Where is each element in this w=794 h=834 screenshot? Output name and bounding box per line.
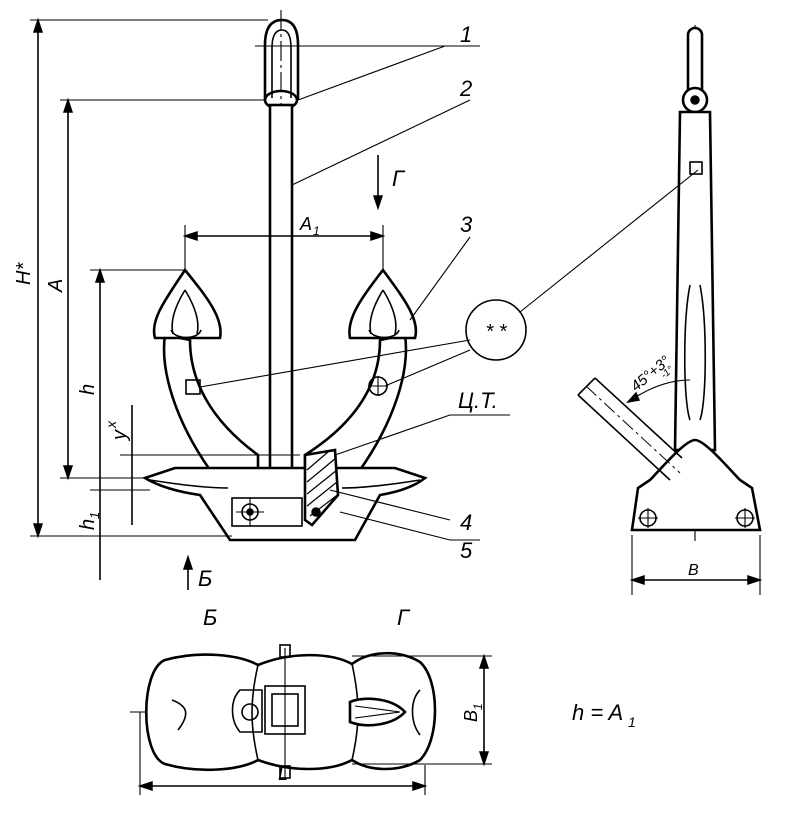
svg-text:h: h bbox=[77, 519, 99, 530]
callout-5: 5 bbox=[460, 538, 473, 563]
shackle bbox=[263, 18, 300, 100]
section-hatch bbox=[303, 448, 340, 527]
side-view: 45°+3° -1° bbox=[519, 25, 763, 595]
formula-h-equals-a1: h = A bbox=[572, 700, 623, 725]
dim-L: L bbox=[278, 764, 288, 784]
dim-h: h bbox=[77, 384, 99, 395]
dim-A1-sub: 1 bbox=[313, 224, 320, 238]
view-g-title: Г bbox=[397, 605, 411, 630]
view-arrow-b-label: Б bbox=[198, 566, 212, 591]
right-fluke bbox=[348, 267, 418, 340]
svg-text:1: 1 bbox=[87, 512, 102, 519]
svg-text:x: x bbox=[103, 420, 119, 429]
dim-A: A bbox=[45, 279, 67, 293]
callout-4: 4 bbox=[460, 510, 472, 535]
callout-3: 3 bbox=[460, 212, 473, 237]
right-arm bbox=[303, 333, 408, 472]
svg-text:B: B bbox=[461, 710, 481, 722]
bottom-view bbox=[130, 644, 492, 795]
view-arrow-g-label: Г bbox=[392, 166, 406, 191]
dim-yx: y x bbox=[103, 420, 131, 442]
detail-circle bbox=[465, 299, 527, 361]
dim-A1: A bbox=[299, 214, 312, 234]
anchor-crown bbox=[141, 466, 428, 542]
svg-text:1: 1 bbox=[471, 703, 485, 710]
callout-1: 1 bbox=[460, 22, 472, 47]
inclined-fluke bbox=[577, 377, 683, 481]
anchor-shank bbox=[268, 103, 294, 517]
detail-mark: * * bbox=[485, 321, 507, 343]
left-arm bbox=[162, 333, 260, 472]
formula-sub: 1 bbox=[628, 714, 636, 730]
center-of-gravity-label: Ц.Т. bbox=[458, 388, 498, 413]
dim-B1: B 1 bbox=[461, 703, 485, 722]
svg-text:y: y bbox=[109, 429, 131, 442]
crown-pin-right bbox=[311, 507, 321, 517]
left-fluke bbox=[152, 267, 222, 340]
side-crown bbox=[630, 438, 762, 532]
dim-B: B bbox=[688, 562, 699, 579]
dim-H: H* bbox=[13, 262, 35, 285]
callout-2: 2 bbox=[459, 76, 472, 101]
dim-h1: h 1 bbox=[77, 512, 102, 530]
front-view bbox=[30, 10, 510, 590]
view-b-title: Б bbox=[203, 605, 217, 630]
